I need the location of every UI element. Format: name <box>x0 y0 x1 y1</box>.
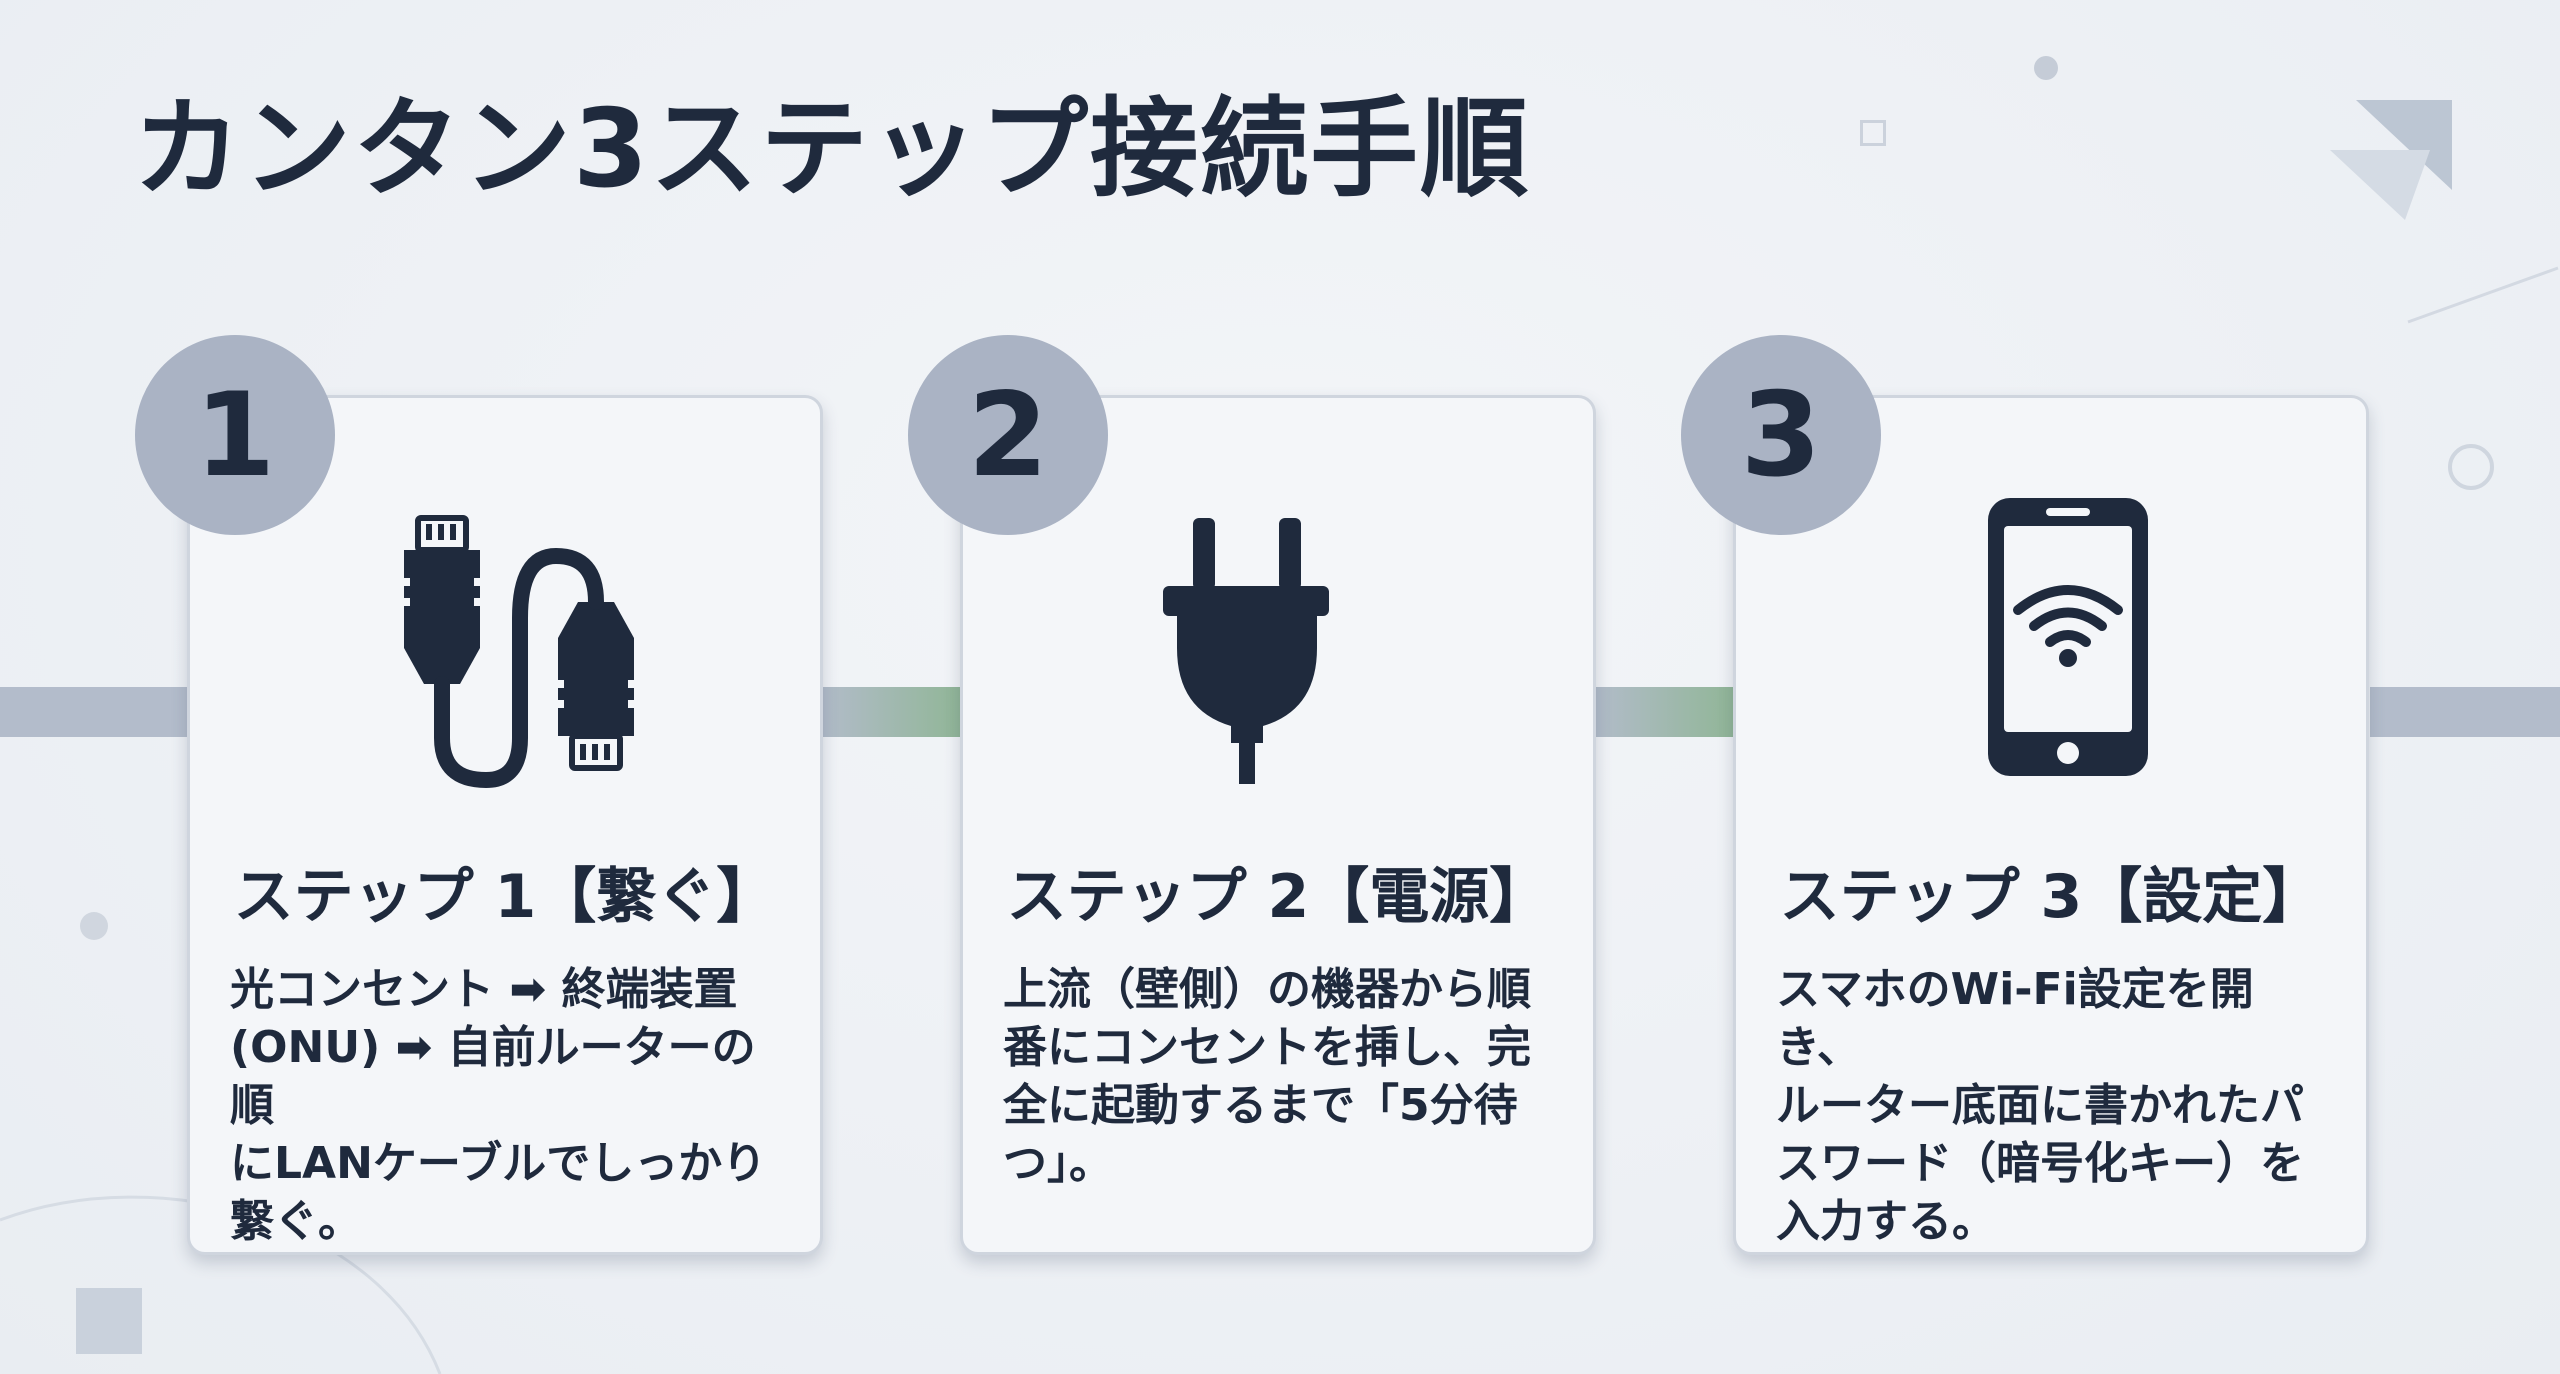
step-2-desc-line: 上流（壁側）の機器から順 <box>1003 964 1531 1015</box>
step-card-2: ステップ 2【電源】 上流（壁側）の機器から順 番にコンセントを挿し、完 全に起… <box>960 395 1596 1255</box>
decorative-dot <box>80 912 108 940</box>
power-plug-icon <box>1163 518 1329 784</box>
step-3-desc-line: ルーター底面に書かれたパ <box>1776 1080 2304 1131</box>
decorative-square <box>76 1288 142 1354</box>
ethernet-cable-icon <box>396 515 642 788</box>
step-1-desc-line: 光コンセント ➡ 終端装置 <box>230 964 738 1015</box>
connector-line-right <box>2370 687 2560 737</box>
step-number-badge-3: 3 <box>1681 335 1881 535</box>
step-1-desc-line: (ONU) ➡ 自前ルーターの順 <box>230 1022 756 1131</box>
step-3-desc-line: スマホのWi-Fi設定を開き、 <box>1776 964 2254 1073</box>
step-card-3: ステップ 3【設定】 スマホのWi-Fi設定を開き、 ルーター底面に書かれたパ … <box>1733 395 2369 1255</box>
smartphone-wifi-icon <box>1988 498 2148 776</box>
step-3-desc-line: 入力する。 <box>1776 1196 1996 1247</box>
step-1-desc-line: にLANケーブルでしっかり <box>230 1138 767 1189</box>
step-1-desc-line: 繋ぐ。 <box>230 1196 362 1247</box>
decorative-circle-outline <box>2448 444 2494 490</box>
connector-line-left <box>0 687 190 737</box>
decorative-triangles <box>2330 100 2452 220</box>
step-2-desc-line: 番にコンセントを挿し、完 <box>1003 1022 1531 1073</box>
step-3-description: スマホのWi-Fi設定を開き、 ルーター底面に書かれたパ スワード（暗号化キー）… <box>1776 961 2336 1251</box>
step-2-description: 上流（壁側）の機器から順 番にコンセントを挿し、完 全に起動するまで「5分待 つ… <box>1003 961 1563 1193</box>
step-3-title: ステップ 3【設定】 <box>1779 862 2323 932</box>
page-title: カンタン3ステップ接続手順 <box>133 87 1531 212</box>
step-3-desc-line: スワード（暗号化キー）を <box>1776 1138 2304 1189</box>
step-1-title: ステップ 1【繋ぐ】 <box>233 862 777 932</box>
step-number-badge-1: 1 <box>135 335 335 535</box>
step-1-description: 光コンセント ➡ 終端装置 (ONU) ➡ 自前ルーターの順 にLANケーブルで… <box>230 961 790 1251</box>
decorative-square-outline <box>1860 120 1886 146</box>
step-2-desc-line: つ」。 <box>1003 1138 1113 1189</box>
decorative-dot <box>2034 56 2058 80</box>
step-2-title: ステップ 2【電源】 <box>1006 862 1550 932</box>
step-number-badge-2: 2 <box>908 335 1108 535</box>
step-2-desc-line: 全に起動するまで「5分待 <box>1003 1080 1518 1131</box>
step-card-1: ステップ 1【繋ぐ】 光コンセント ➡ 終端装置 (ONU) ➡ 自前ルーターの… <box>187 395 823 1255</box>
decorative-line <box>2407 266 2559 324</box>
